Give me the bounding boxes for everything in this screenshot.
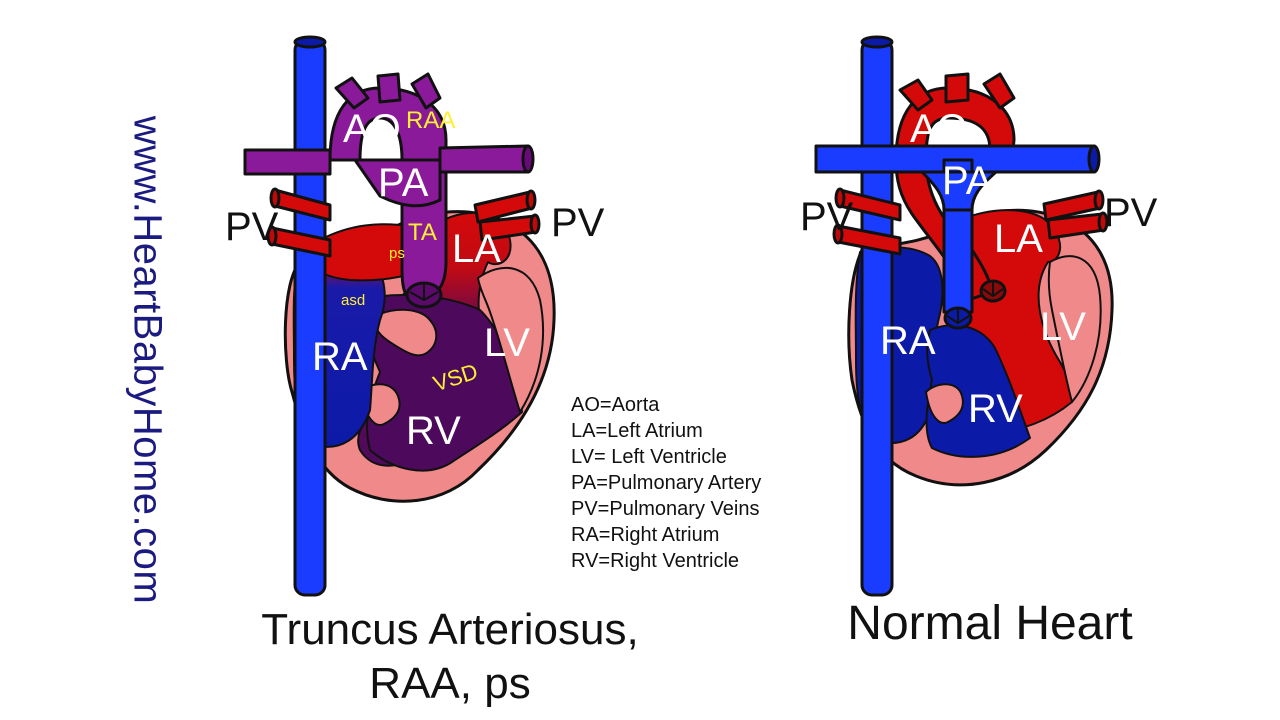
normal-pulmonary-veins-left	[832, 187, 902, 256]
normal-heart-title: Normal Heart	[847, 597, 1133, 650]
normal-pa-collar	[920, 170, 998, 212]
label-pa-right: PA	[942, 159, 993, 203]
label-rv-left: RV	[406, 409, 461, 453]
truncus-title: Truncus Arteriosus, RAA, ps	[240, 603, 660, 711]
label-ao-right: AO	[910, 107, 968, 151]
normal-arch-branch-right	[982, 72, 1016, 110]
normal-pulmonary-veins-right	[1042, 189, 1109, 240]
label-ra-right: RA	[880, 319, 936, 363]
label-pv-left-b: PV	[551, 201, 605, 245]
label-ra-left: RA	[312, 335, 368, 379]
septum-upper	[371, 308, 438, 357]
normal-aortic-valve	[979, 279, 1007, 303]
abbreviation-legend: AO=Aorta LA=Left Atrium LV= Left Ventric…	[571, 392, 761, 574]
label-ps: ps	[389, 245, 405, 262]
legend-item: PV=Pulmonary Veins	[571, 498, 760, 520]
lv-wall	[477, 266, 545, 413]
label-pv-right-b: PV	[1104, 191, 1158, 235]
label-ao-left: AO	[343, 107, 401, 151]
left-pulmonary-veins-right	[473, 189, 541, 242]
label-lv-right: LV	[1040, 305, 1086, 349]
label-la-right: LA	[994, 217, 1043, 261]
left-pulmonary-veins-left	[266, 187, 332, 258]
pulmonary-trunk	[353, 158, 442, 208]
legend-item: LV= Left Ventricle	[571, 446, 727, 468]
label-la-left: LA	[452, 227, 501, 271]
label-pv-left-a: PV	[225, 205, 279, 249]
label-raa: RAA	[406, 107, 455, 134]
truncus-title-line1: Truncus Arteriosus,	[261, 605, 639, 654]
normal-arch-branch-left	[898, 78, 934, 112]
right-svc-ivc	[860, 38, 894, 597]
label-asd: asd	[341, 292, 365, 309]
left-svc-opening	[293, 35, 327, 49]
legend-item: PA=Pulmonary Artery	[571, 472, 762, 494]
pulmonary-artery-left-branch	[243, 148, 332, 176]
site-watermark: www.HeartBabyHome.com	[125, 115, 170, 605]
arch-branch-mid	[376, 72, 402, 104]
legend-item: RV=Right Ventricle	[571, 550, 740, 572]
normal-pa-right-end	[1087, 144, 1101, 174]
arch-branch-left	[334, 76, 370, 110]
arch-branch-right	[410, 72, 442, 110]
truncal-valve	[405, 281, 443, 309]
right-svc-opening	[860, 35, 894, 49]
normal-right-ventricle	[925, 324, 1031, 458]
truncus-title-line2: RAA, ps	[369, 659, 531, 708]
legend-item: LA=Left Atrium	[571, 420, 703, 442]
label-ta: TA	[408, 219, 437, 246]
normal-lv-wall	[1047, 255, 1102, 403]
label-lv-left: LV	[484, 321, 530, 365]
label-rv-right: RV	[968, 387, 1023, 431]
legend-item: AO=Aorta	[571, 394, 660, 416]
legend-item: RA=Right Atrium	[571, 524, 720, 546]
normal-pulmonary-valve	[943, 306, 973, 330]
label-pa-left: PA	[378, 161, 429, 205]
normal-arch-branch-mid	[944, 72, 970, 104]
pa-right-end	[521, 144, 535, 174]
label-pv-right-a: PV	[800, 195, 854, 239]
normal-septum-lower	[925, 383, 964, 424]
